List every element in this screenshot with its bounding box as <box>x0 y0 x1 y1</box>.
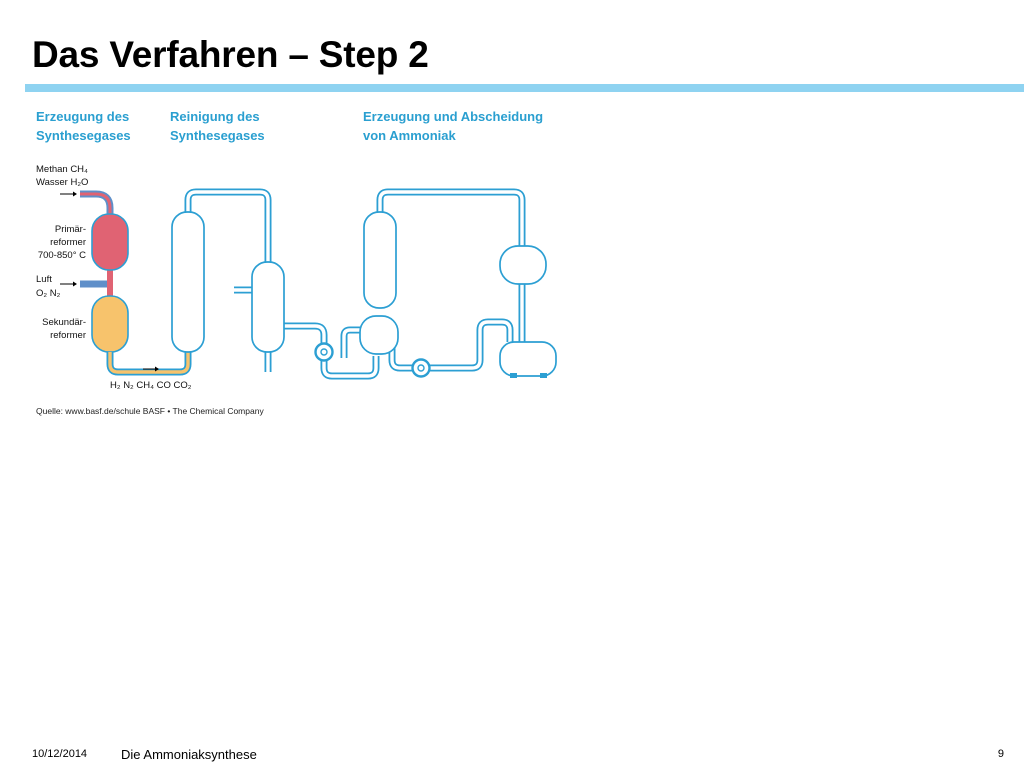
separator-outlet-right <box>540 373 547 378</box>
ammonia-separator-tank <box>499 341 557 377</box>
input-wasser-label: Wasser H₂O <box>36 177 88 188</box>
secondary-reformer-vessel <box>91 295 129 353</box>
ammonia-reactor <box>363 211 397 309</box>
compressor-icon-1 <box>314 342 334 362</box>
purification-column-1 <box>171 211 205 353</box>
section-1-header-line2: Synthesegases <box>36 128 131 143</box>
secondary-reformer-label-1: Sekundär- <box>42 317 86 328</box>
heat-exchanger-vessel <box>359 315 399 355</box>
primary-reformer-label-2: reformer <box>50 237 86 248</box>
input-methan-label: Methan CH₄ <box>36 164 88 175</box>
cooler-vessel <box>499 245 547 285</box>
compressor-icon-2 <box>411 358 431 378</box>
page-number: 9 <box>997 748 1004 760</box>
input-luft-label: Luft <box>36 274 52 285</box>
section-3-header-line1: Erzeugung und Abscheidung <box>363 109 543 124</box>
section-1-header-line1: Erzeugung des <box>36 109 129 124</box>
primary-reformer-label-1: Primär- <box>55 224 86 235</box>
primary-reformer-vessel <box>91 213 129 271</box>
section-2-header-line2: Synthesegases <box>170 128 265 143</box>
primary-reformer-temp: 700-850° C <box>38 250 86 261</box>
syngas-composition-label: H₂ N₂ CH₄ CO CO₂ <box>110 380 192 391</box>
purification-column-2 <box>251 261 285 353</box>
separator-outlet-left <box>510 373 517 378</box>
input-luft-gases-label: O₂ N₂ <box>36 288 61 299</box>
methane-water-feed-pipe <box>80 190 114 216</box>
secondary-reformer-label-2: reformer <box>50 330 86 341</box>
footer-date: 10/12/2014 <box>32 748 88 760</box>
footer-title: Die Ammoniaksynthese <box>121 747 257 762</box>
title-divider <box>25 84 1024 92</box>
synthesis-loop-pipes <box>340 188 526 372</box>
diagram-source: Quelle: www.basf.de/schule BASF • The Ch… <box>36 406 264 416</box>
feed-arrow-icon <box>60 191 77 197</box>
purification-pipes <box>184 188 380 380</box>
flow-arrow-icon <box>143 366 159 372</box>
section-3-header-line2: von Ammoniak <box>363 128 456 143</box>
air-arrow-icon <box>60 281 77 287</box>
slide-title: Das Verfahren – Step 2 <box>32 34 429 75</box>
syngas-pipe <box>106 346 192 376</box>
section-2-header-line1: Reinigung des <box>170 109 260 124</box>
